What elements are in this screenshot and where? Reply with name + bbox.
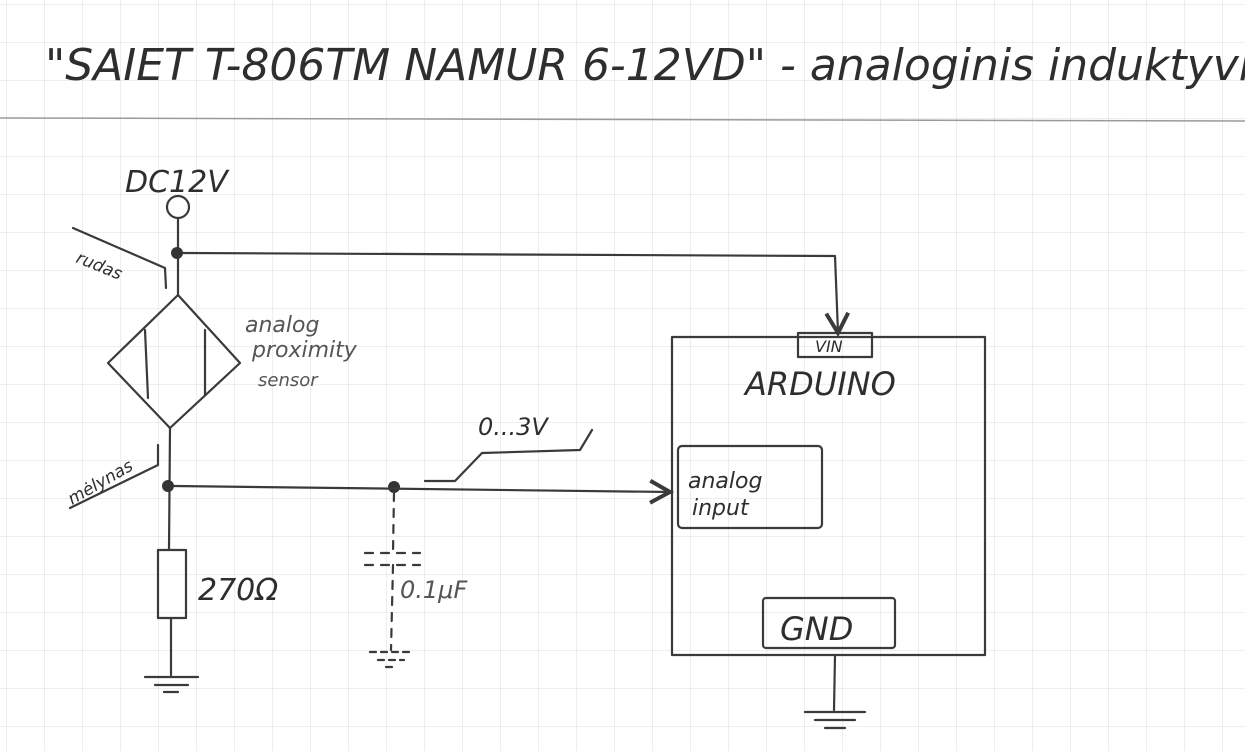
- sensor-label-3: sensor: [258, 370, 319, 391]
- resistor-label: 270Ω: [198, 573, 278, 608]
- blue-leader: [68, 443, 160, 510]
- title-rule: [0, 117, 1245, 122]
- supply-label: DC12V: [125, 165, 230, 200]
- vin-label: VIN: [815, 337, 843, 356]
- sensor-plate: [143, 328, 150, 400]
- capacitor-symbol: [363, 491, 422, 652]
- signal-step-symbol: [423, 428, 594, 483]
- signal-label: 0...3V: [478, 413, 549, 441]
- sensor-label-1: analog: [245, 313, 319, 338]
- title: "SAIET T-806TM NAMUR 6-12VD" - analogini…: [45, 40, 1245, 91]
- gnd-pin: [761, 596, 897, 650]
- ground-icon: [143, 675, 200, 694]
- wire: [832, 653, 837, 712]
- junction-node: [171, 247, 183, 259]
- analog-input-label-1: analog: [688, 469, 762, 494]
- capacitor-label: 0.1μF: [400, 576, 468, 604]
- vin-pin: [796, 331, 874, 359]
- gnd-label: GND: [780, 610, 853, 648]
- sensor-label-2: proximity: [251, 338, 358, 363]
- signal-wire: [172, 479, 675, 505]
- arduino-board: [670, 335, 987, 657]
- ground-icon: [368, 650, 414, 669]
- analog-input-label-2: input: [692, 496, 750, 521]
- brown-leader: [71, 226, 168, 290]
- arduino-label: ARDUINO: [743, 365, 896, 403]
- analog-input-pin: [676, 444, 824, 530]
- ground-icon: [803, 710, 867, 730]
- junction-node: [388, 481, 400, 493]
- vin-wire: [181, 251, 850, 338]
- junction-node: [162, 480, 174, 492]
